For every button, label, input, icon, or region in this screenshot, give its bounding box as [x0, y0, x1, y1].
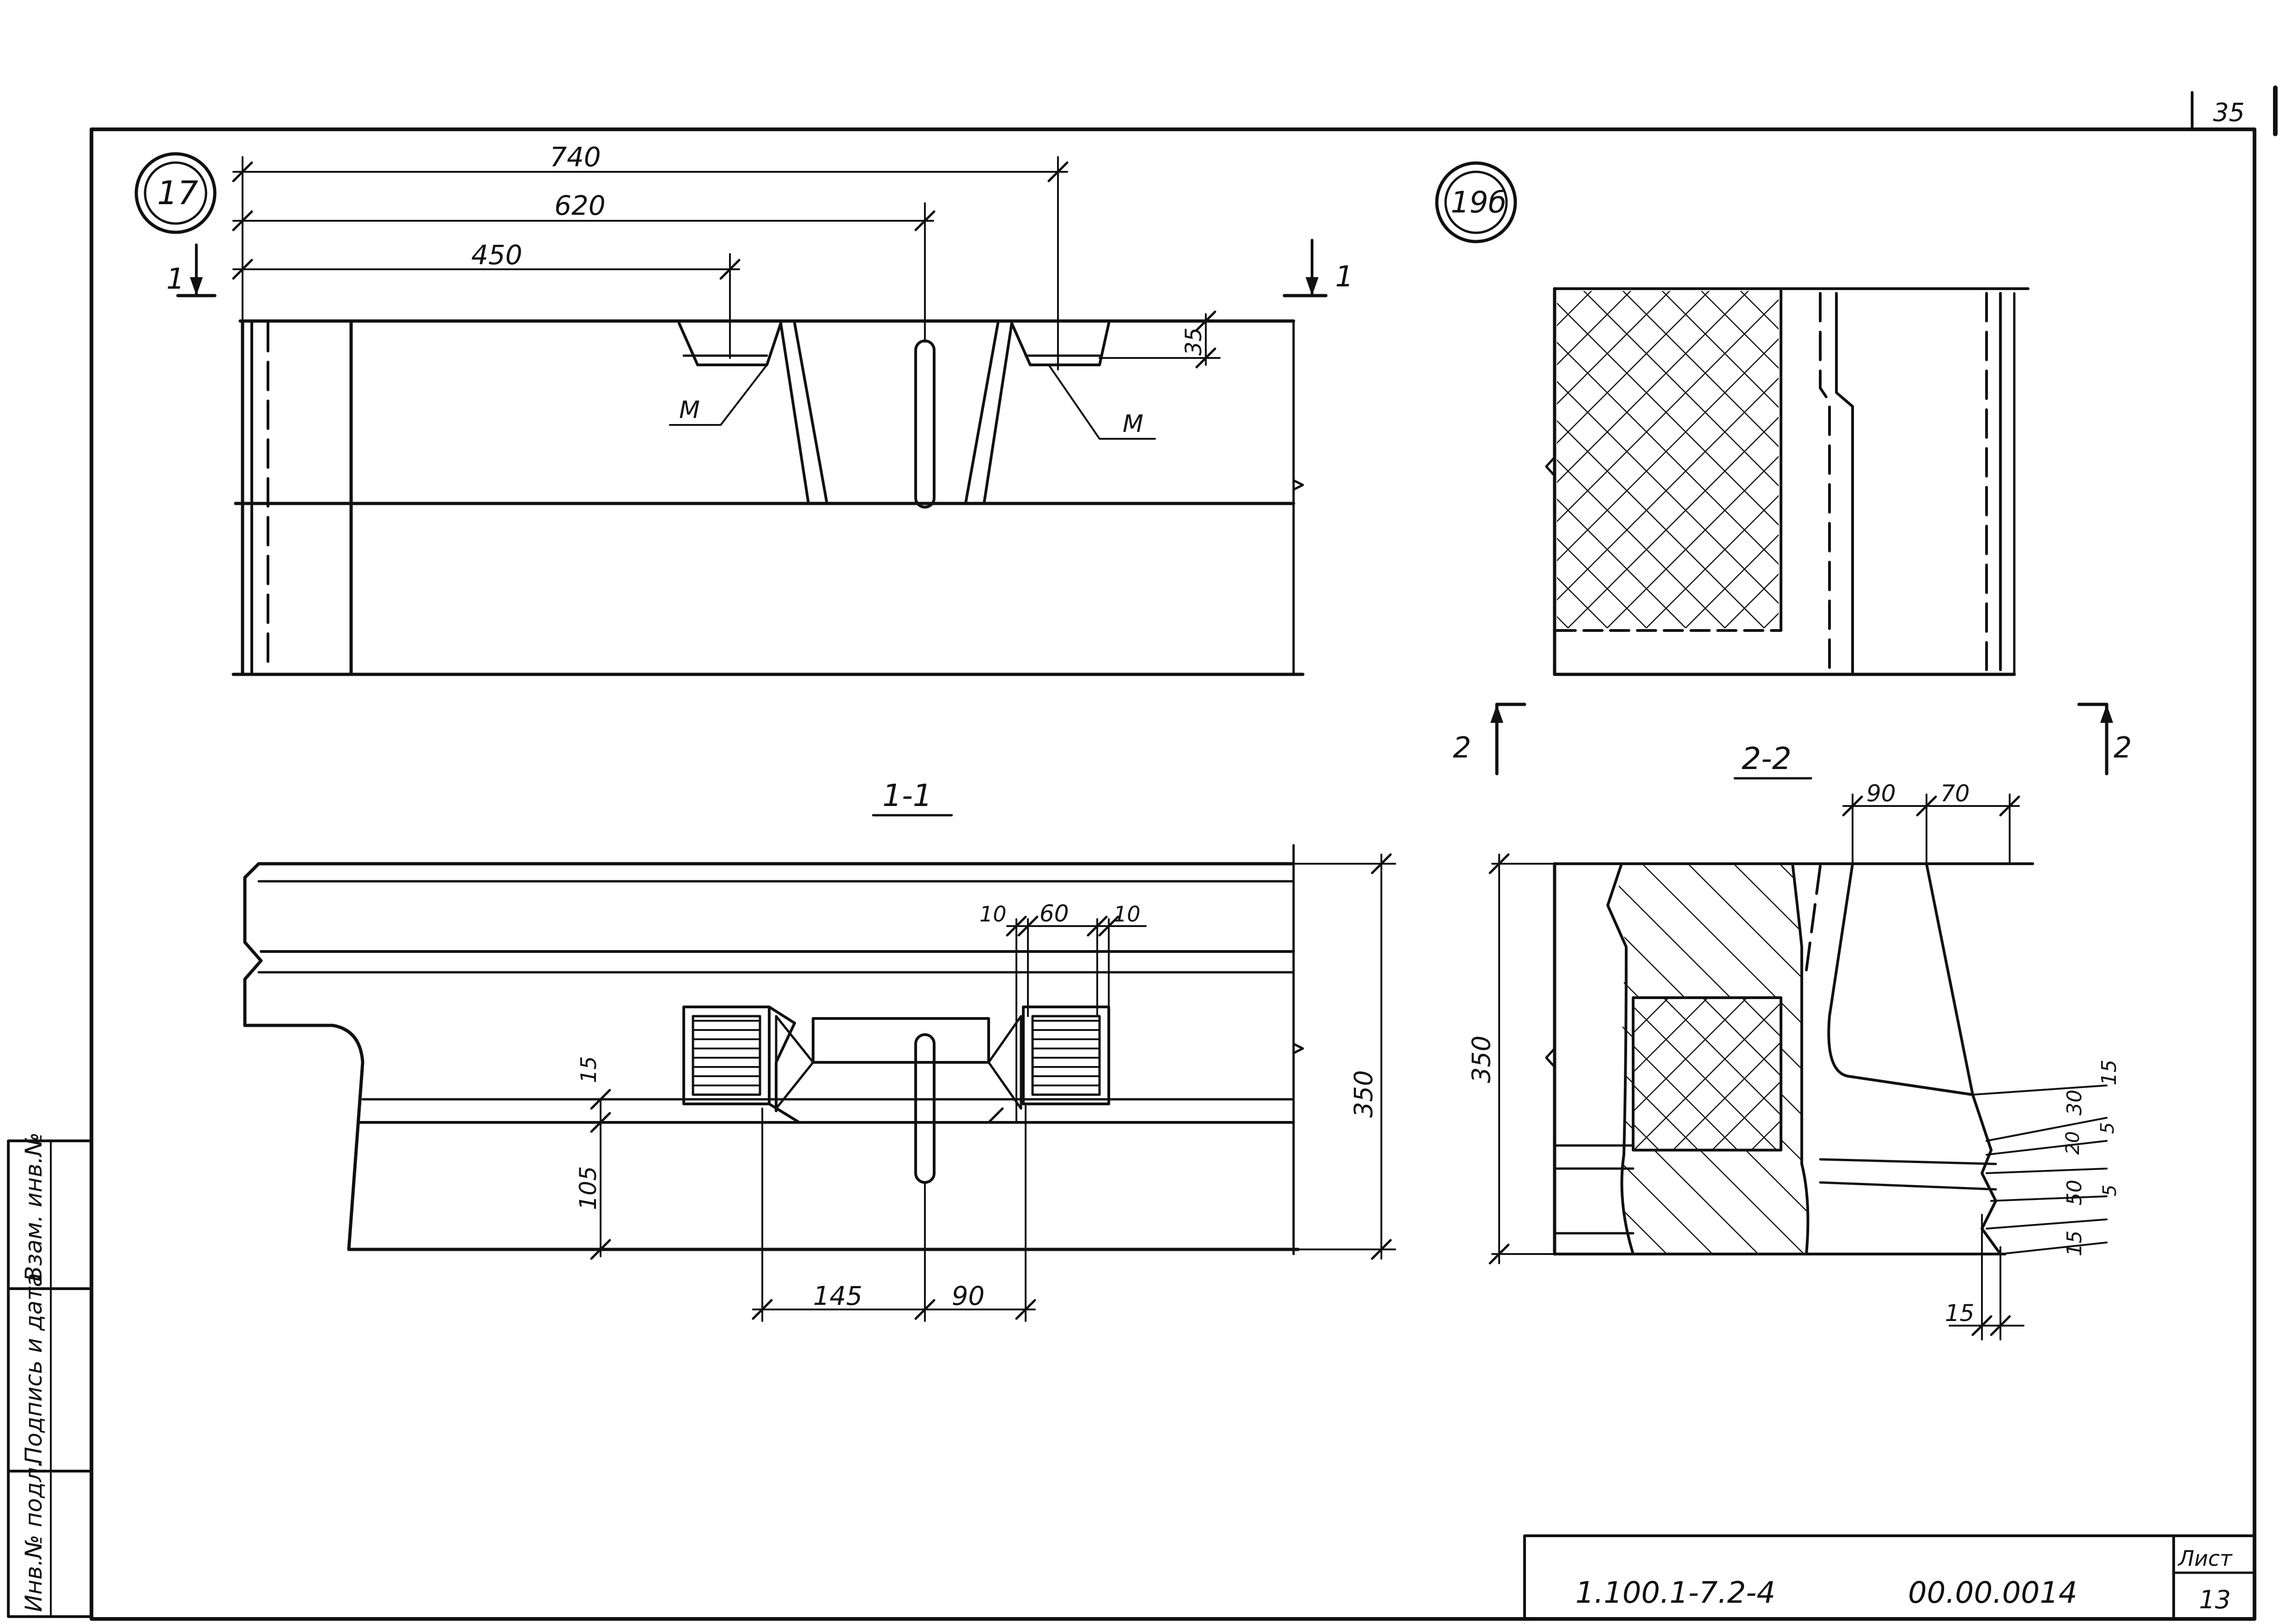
stamp-replace-label: Взам. инв.№ — [20, 1132, 47, 1282]
drawing-number: 00.00.0014 — [1908, 1576, 2077, 1610]
section-2-marker-left: 2 — [1453, 731, 1471, 764]
section-1-1-dim-60: 60 — [1039, 900, 1069, 927]
section-2-2-dim-30: 30 — [2063, 1090, 2086, 1115]
section-1-1-profile — [243, 844, 1304, 1255]
view-a-dim-740: 740 — [550, 141, 601, 173]
section-1-1-dim-90: 90 — [952, 1281, 984, 1311]
view-a-slots — [678, 322, 1110, 509]
section-2-2-profile — [1545, 862, 2034, 1256]
page-number: 35 — [2213, 98, 2245, 127]
view-b-marker-label: 19б — [1451, 186, 1507, 220]
section-2-2-dim-70: 70 — [1940, 780, 1970, 807]
view-a-marker — [134, 152, 217, 234]
view-a-leaders — [669, 364, 1156, 440]
view-b-marker — [1435, 161, 1517, 243]
section-2-2-dim-350: 350 — [1467, 1036, 1496, 1083]
stamp-column: Инв.№ подл. Подпись и дата Взам. инв.№ — [7, 1132, 93, 1618]
stamp-sign-label: Подпись и дата — [20, 1273, 47, 1464]
sheet-label: Лист — [2177, 1546, 2233, 1571]
document-code: 1.100.1-7.2-4 — [1575, 1576, 1775, 1610]
view-a-leader-label-2: M — [1123, 410, 1143, 438]
section-1-1-dim-145: 145 — [813, 1281, 863, 1311]
view-a-marker-label: 17 — [157, 174, 198, 212]
view-a-dim-450: 450 — [471, 239, 523, 271]
section-1-cut-markers — [176, 239, 1328, 297]
view-a-leader-label-1: M — [679, 396, 700, 424]
section-2-2-dimensions — [1489, 794, 2108, 1340]
section-2-2-dim-15-a: 15 — [2097, 1060, 2121, 1085]
section-2-marker-right: 2 — [2114, 731, 2132, 764]
view-a-outline — [231, 319, 1305, 676]
section-1-1-dim-105: 105 — [575, 1166, 602, 1210]
view-a-dimensions — [232, 156, 1221, 370]
section-1-1-dim-10-left: 10 — [979, 902, 1007, 927]
view-b-outline — [1545, 287, 2030, 676]
section-2-2-dim-5-b: 5 — [2099, 1185, 2121, 1196]
section-1-1-keys — [682, 1006, 1110, 1184]
section-1-1-dim-15: 15 — [576, 1056, 601, 1083]
section-1-marker-right: 1 — [1335, 260, 1353, 293]
title-block — [1523, 1534, 2256, 1620]
section-1-1-dim-350: 350 — [1349, 1070, 1378, 1118]
section-2-2-dim-15-b: 15 — [2063, 1230, 2086, 1256]
sheet-number: 13 — [2199, 1585, 2231, 1614]
stamp-inv-label: Инв.№ подл. — [20, 1460, 47, 1612]
section-2-2-dim-20: 20 — [2062, 1131, 2084, 1155]
sheet-frame — [90, 85, 2278, 1621]
section-1-marker-left: 1 — [166, 262, 184, 296]
section-2-cut-markers — [1490, 703, 2113, 776]
section-2-2-dim-15-bottom: 15 — [1945, 1300, 1975, 1327]
section-1-1-dimensions — [590, 853, 1396, 1322]
section-2-2-dim-90: 90 — [1866, 780, 1896, 807]
view-a-dim-620: 620 — [554, 190, 606, 221]
view-a-dim-35: 35 — [1181, 327, 1207, 356]
section-2-2-dim-50: 50 — [2063, 1180, 2086, 1206]
section-1-1-dim-10-right: 10 — [1113, 902, 1141, 927]
section-1-1-title: 1-1 — [882, 778, 932, 813]
section-2-2-dim-5-a: 5 — [2097, 1122, 2118, 1134]
section-2-2-title: 2-2 — [1742, 741, 1792, 776]
